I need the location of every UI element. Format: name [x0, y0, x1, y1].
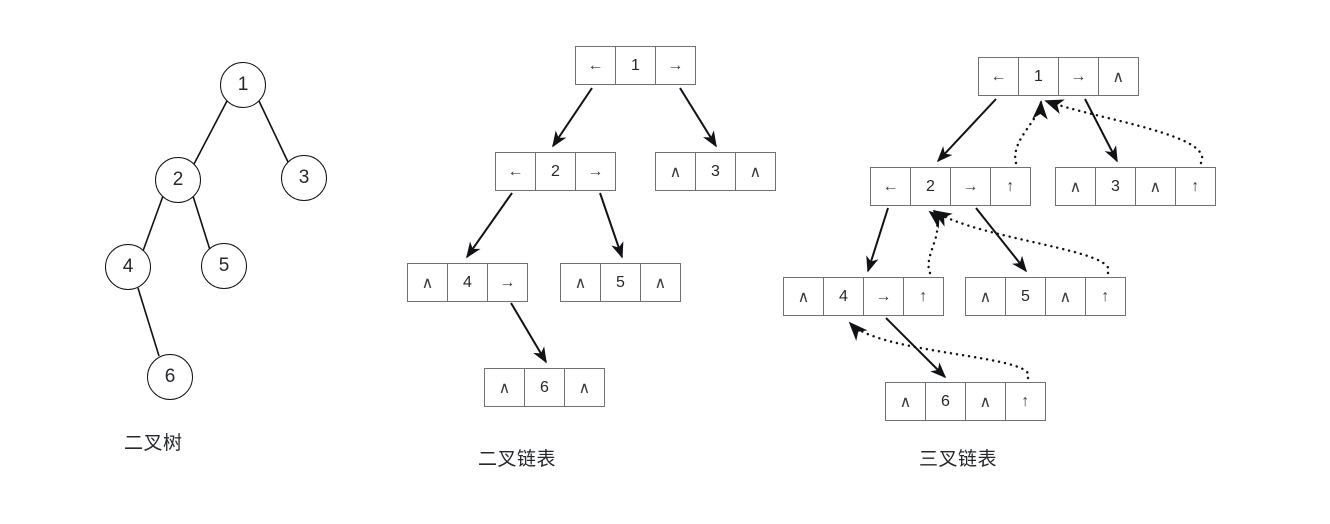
list-node-1[interactable]: ← 1 →	[575, 46, 696, 85]
tree-edge-1-2	[193, 100, 228, 165]
trinary-node-5[interactable]: ∧ 5 ∧ ↑	[965, 277, 1126, 316]
cell-data: 2	[909, 167, 951, 206]
tree-node-label: 4	[122, 256, 134, 277]
cell-parent-pointer[interactable]: ↑	[1004, 382, 1046, 421]
trinary-node-6[interactable]: ∧ 6 ∧ ↑	[885, 382, 1046, 421]
link-t2-right-to-t5	[975, 207, 1027, 273]
cell-data: 3	[1094, 167, 1136, 206]
cell-right-pointer[interactable]: →	[574, 152, 616, 191]
tree-edge-2-5	[192, 195, 211, 251]
tree-node-label: 2	[172, 169, 184, 190]
cell-left-pointer[interactable]: ←	[495, 152, 536, 191]
tree-node-label: 5	[218, 255, 230, 276]
tree-node-6[interactable]: 6	[147, 354, 193, 400]
list-node-2[interactable]: ← 2 →	[495, 152, 616, 191]
cell-right-pointer[interactable]: →	[654, 46, 696, 85]
caption-binary-linked-list: 二叉链表	[478, 449, 557, 470]
cell-right-null: ∧	[734, 152, 776, 191]
link-b4-right-to-b6	[510, 302, 547, 364]
link-t2-left-to-t4	[866, 207, 889, 273]
cell-right-null: ∧	[964, 382, 1006, 421]
tree-node-label: 1	[237, 74, 249, 95]
cell-left-pointer[interactable]: ←	[870, 167, 911, 206]
trinary-node-4[interactable]: ∧ 4 → ↑	[783, 277, 944, 316]
tree-edge-4-6	[137, 287, 160, 357]
cell-parent-null: ∧	[1097, 57, 1139, 96]
cell-left-null: ∧	[885, 382, 926, 421]
parent-link-t5-to-t2	[932, 209, 1110, 275]
cell-data: 6	[924, 382, 966, 421]
link-b1-right-to-b3	[679, 87, 717, 148]
parent-link-t4-to-t2	[927, 210, 949, 275]
cell-left-null: ∧	[484, 368, 525, 407]
binary-list-arrows	[466, 87, 717, 364]
tree-node-1[interactable]: 1	[220, 62, 266, 108]
cell-data: 2	[534, 152, 576, 191]
cell-left-null: ∧	[655, 152, 696, 191]
tree-node-2[interactable]: 2	[155, 157, 201, 203]
parent-link-t3-to-t1	[1044, 99, 1204, 165]
tree-edge-1-3	[258, 100, 289, 163]
list-node-4[interactable]: ∧ 4 →	[407, 263, 528, 302]
cell-data: 4	[822, 277, 864, 316]
cell-right-null: ∧	[1044, 277, 1086, 316]
link-t1-left-to-t2	[936, 98, 997, 163]
tree-node-3[interactable]: 3	[281, 155, 327, 201]
cell-parent-pointer[interactable]: ↑	[1084, 277, 1126, 316]
cell-parent-pointer[interactable]: ↑	[1174, 167, 1216, 206]
tree-node-4[interactable]: 4	[105, 244, 151, 290]
list-node-6[interactable]: ∧ 6 ∧	[484, 368, 605, 407]
caption-binary-tree: 二叉树	[124, 433, 183, 454]
cell-right-null: ∧	[639, 263, 681, 302]
cell-data: 6	[523, 368, 565, 407]
tree-node-label: 3	[298, 167, 310, 188]
list-node-5[interactable]: ∧ 5 ∧	[560, 263, 681, 302]
link-b2-right-to-b5	[599, 192, 624, 259]
parent-link-t6-to-t4	[848, 321, 1030, 380]
cell-left-null: ∧	[560, 263, 601, 302]
cell-left-null: ∧	[407, 263, 448, 302]
cell-data: 5	[599, 263, 641, 302]
cell-right-null: ∧	[563, 368, 605, 407]
cell-data: 3	[694, 152, 736, 191]
tree-node-label: 6	[164, 366, 176, 387]
cell-parent-pointer[interactable]: ↑	[989, 167, 1031, 206]
cell-left-null: ∧	[1055, 167, 1096, 206]
cell-right-pointer[interactable]: →	[1057, 57, 1099, 96]
cell-left-null: ∧	[783, 277, 824, 316]
trinary-list-child-arrows	[866, 98, 1118, 379]
tree-node-5[interactable]: 5	[201, 243, 247, 289]
link-t4-right-to-t6	[885, 317, 947, 379]
trinary-node-1[interactable]: ← 1 → ∧	[978, 57, 1139, 96]
link-b2-left-to-b4	[466, 192, 513, 259]
cell-data: 4	[446, 263, 488, 302]
caption-trinary-linked-list: 三叉链表	[919, 449, 998, 470]
trinary-node-3[interactable]: ∧ 3 ∧ ↑	[1055, 167, 1216, 206]
cell-data: 1	[1017, 57, 1059, 96]
cell-left-null: ∧	[965, 277, 1006, 316]
link-t1-right-to-t3	[1084, 98, 1118, 163]
link-b1-left-to-b2	[552, 87, 593, 148]
parent-link-t2-to-t1	[1014, 100, 1048, 165]
trinary-node-2[interactable]: ← 2 → ↑	[870, 167, 1031, 206]
list-node-3[interactable]: ∧ 3 ∧	[655, 152, 776, 191]
cell-right-pointer[interactable]: →	[486, 263, 528, 302]
cell-left-pointer[interactable]: ←	[575, 46, 616, 85]
cell-left-pointer[interactable]: ←	[978, 57, 1019, 96]
cell-right-pointer[interactable]: →	[862, 277, 904, 316]
cell-parent-pointer[interactable]: ↑	[902, 277, 944, 316]
cell-data: 5	[1004, 277, 1046, 316]
cell-data: 1	[614, 46, 656, 85]
cell-right-null: ∧	[1134, 167, 1176, 206]
tree-edges	[137, 100, 289, 357]
cell-right-pointer[interactable]: →	[949, 167, 991, 206]
trinary-list-parent-arrows	[848, 99, 1204, 380]
tree-edge-2-4	[142, 195, 164, 252]
